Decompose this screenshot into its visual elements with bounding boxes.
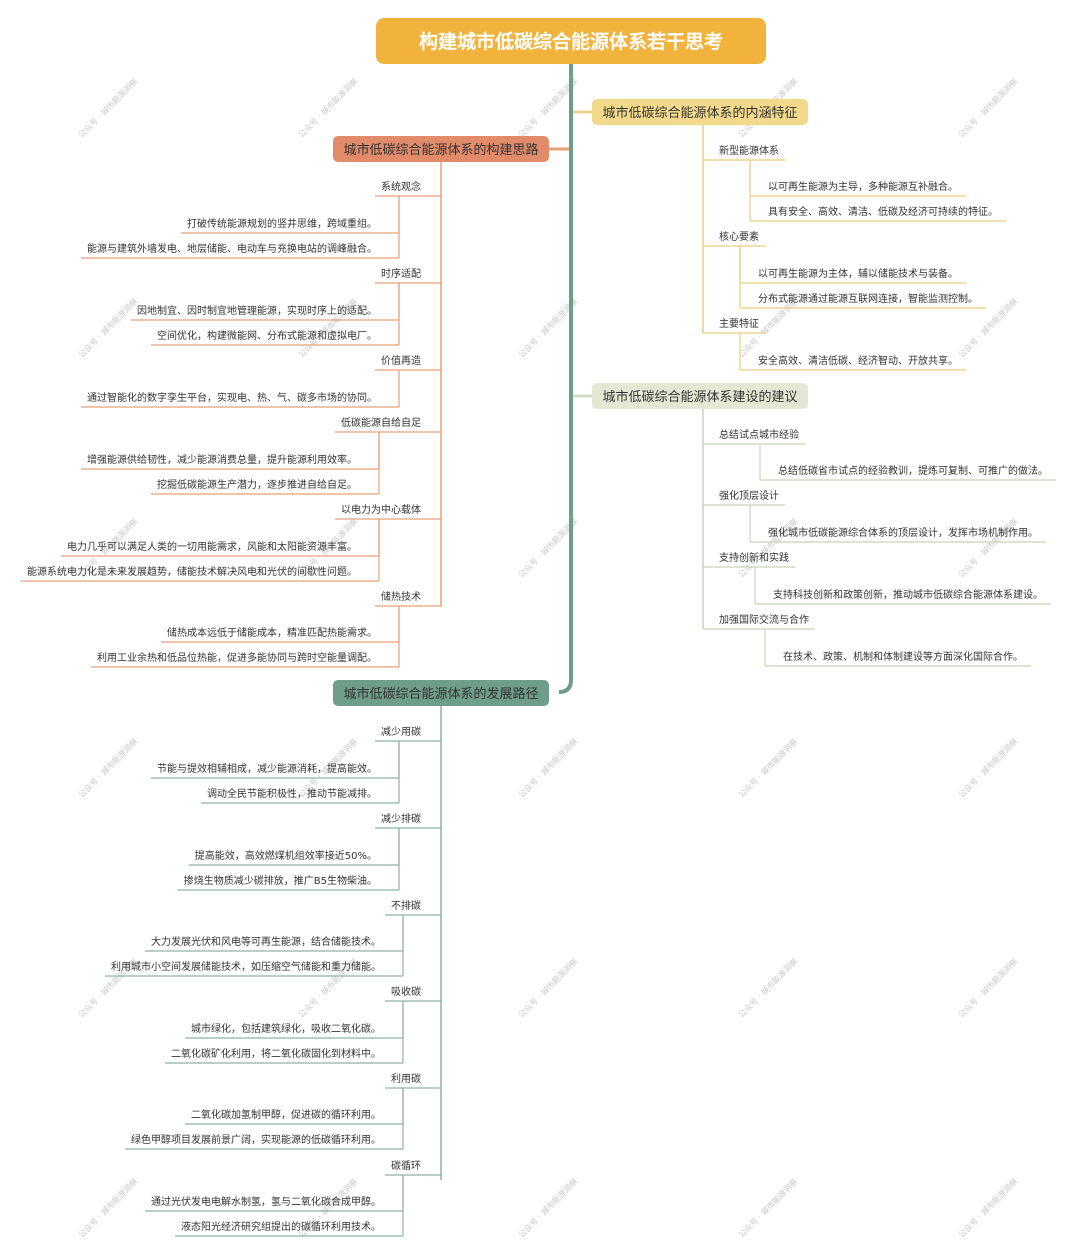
branch-suggest-title: 城市低碳综合能源体系建设的建议 — [602, 389, 797, 405]
watermark-text: 公众号 · 城市能源洞察 — [736, 956, 799, 1019]
path-item: 能源与建筑外墙发电、地层储能、电动车与充换电站的调峰融合。 — [87, 242, 377, 255]
watermark-text: 公众号 · 城市能源洞察 — [516, 736, 579, 799]
watermark-text: 公众号 · 城市能源洞察 — [76, 76, 139, 139]
route-item: 节能与提效相辅相成，减少能源消耗，提高能效。 — [157, 762, 377, 775]
branch-suggest[interactable]: 城市低碳综合能源体系建设的建议 — [592, 383, 808, 409]
feature-group-title: 新型能源体系 — [719, 144, 779, 157]
route-group-title: 减少用碳 — [381, 725, 421, 738]
path-group-title: 低碳能源自给自足 — [341, 416, 421, 429]
branch-feature-box — [592, 99, 808, 125]
feature-item: 安全高效、清洁低碳、经济智动、开放共享。 — [758, 354, 958, 367]
root-title: 构建城市低碳综合能源体系若干思考 — [419, 30, 723, 53]
path-group-title: 价值再造 — [381, 354, 421, 367]
path-item: 挖掘低碳能源生产潜力，逐步推进自给自足。 — [157, 478, 357, 491]
path-item: 增强能源供给韧性，减少能源消费总量，提升能源利用效率。 — [87, 453, 357, 466]
watermark-text: 公众号 · 城市能源洞察 — [76, 1176, 139, 1239]
watermark-text: 公众号 · 城市能源洞察 — [736, 1176, 799, 1239]
feature-item: 分布式能源通过能源互联网连接，智能监测控制。 — [758, 292, 978, 305]
feature-group-title: 主要特征 — [719, 318, 759, 330]
path-groups: 系统观念 打破传统能源规划的竖井思维，跨域重组。 能源与建筑外墙发电、地层储能、… — [27, 180, 421, 664]
watermark-text: 公众号 · 城市能源洞察 — [956, 736, 1019, 799]
root-node[interactable]: 构建城市低碳综合能源体系若干思考 — [376, 18, 766, 64]
watermark-text: 公众号 · 城市能源洞察 — [956, 516, 1019, 579]
route-group-title: 吸收碳 — [391, 985, 421, 998]
branch-route-box — [333, 680, 549, 706]
suggest-group-title: 强化顶层设计 — [719, 489, 779, 502]
route-groups: 减少用碳 节能与提效相辅相成，减少能源消耗，提高能效。 调动全民节能积极性，推动… — [111, 725, 421, 1233]
route-group-title: 利用碳 — [391, 1072, 421, 1085]
suggest-item: 强化城市低碳能源综合体系的顶层设计，发挥市场机制作用。 — [768, 526, 1038, 539]
path-item: 打破传统能源规划的竖井思维，跨域重组。 — [187, 217, 377, 230]
feature-groups: 新型能源体系 以可再生能源为主导，多种能源互补融合。 具有安全、高效、清洁、低碳… — [719, 144, 998, 367]
path-item: 利用工业余热和低品位热能，促进多能协同与跨时空能量调配。 — [97, 651, 377, 664]
branch-route-title: 城市低碳综合能源体系的发展路径 — [343, 686, 538, 702]
suggest-group-title: 总结试点城市经验 — [719, 428, 799, 441]
path-group-title: 时序适配 — [381, 267, 421, 280]
path-group-title: 系统观念 — [381, 180, 421, 193]
branch-path-title: 城市低碳综合能源体系的构建思路 — [343, 142, 538, 158]
feature-item: 以可再生能源为主导，多种能源互补融合。 — [768, 180, 958, 193]
route-group-title: 碳循环 — [391, 1159, 421, 1172]
branch-path[interactable]: 城市低碳综合能源体系的构建思路 — [333, 136, 549, 162]
branch-suggest-box — [592, 383, 808, 409]
suggest-group-title: 加强国际交流与合作 — [719, 613, 809, 626]
branch-feature[interactable]: 城市低碳综合能源体系的内涵特征 — [592, 99, 808, 125]
suggest-group-title: 支持创新和实践 — [719, 551, 789, 564]
route-item: 提高能效，高效燃煤机组效率接近50%。 — [195, 849, 377, 862]
route-group-title: 减少排碳 — [381, 812, 421, 825]
path-item: 能源系统电力化是未来发展趋势，储能技术解决风电和光伏的间歇性问题。 — [27, 565, 357, 578]
suggest-item: 在技术、政策、机制和体制建设等方面深化国际合作。 — [783, 650, 1023, 663]
root-box — [376, 18, 766, 64]
path-item: 空间优化，构建微能网、分布式能源和虚拟电厂。 — [157, 329, 377, 342]
route-item: 调动全民节能积极性，推动节能减排。 — [207, 787, 377, 800]
path-item: 因地制宜、因时制宜地管理能源，实现时序上的适配。 — [137, 304, 377, 317]
watermark-text: 公众号 · 城市能源洞察 — [736, 516, 799, 579]
watermark-text: 公众号 · 城市能源洞察 — [956, 76, 1019, 139]
watermark-text: 公众号 · 城市能源洞察 — [516, 956, 579, 1019]
suggest-groups: 总结试点城市经验 总结低碳省市试点的经验教训，提炼可复制、可推广的做法。 强化顶… — [719, 428, 1048, 663]
route-group-title: 不排碳 — [391, 899, 421, 912]
watermark-text: 公众号 · 城市能源洞察 — [956, 296, 1019, 359]
trunk-line — [558, 62, 573, 694]
route-item: 利用城市小空间发展储能技术，如压缩空气储能和重力储能。 — [111, 960, 381, 973]
route-item: 液态阳光经济研究组提出的碳循环利用技术。 — [181, 1220, 381, 1233]
path-item: 通过智能化的数字孪生平台，实现电、热、气、碳多市场的协同。 — [87, 391, 377, 404]
branch-route[interactable]: 城市低碳综合能源体系的发展路径 — [333, 680, 549, 706]
watermark-text: 公众号 · 城市能源洞察 — [516, 1176, 579, 1239]
route-item: 二氧化碳矿化利用，将二氧化碳固化到材料中。 — [171, 1047, 381, 1060]
route-item: 通过光伏发电电解水制氢，氢与二氧化碳合成甲醇。 — [151, 1195, 381, 1208]
watermark-text: 公众号 · 城市能源洞察 — [76, 736, 139, 799]
path-group-title: 储热技术 — [381, 590, 421, 603]
feature-item: 具有安全、高效、清洁、低碳及经济可持续的特征。 — [768, 205, 998, 218]
suggest-item: 总结低碳省市试点的经验教训，提炼可复制、可推广的做法。 — [778, 464, 1048, 477]
route-item: 二氧化碳加氢制甲醇，促进碳的循环利用。 — [191, 1108, 381, 1121]
feature-group-title: 核心要素 — [719, 230, 759, 243]
watermark-text: 公众号 · 城市能源洞察 — [296, 76, 359, 139]
branch-feature-title: 城市低碳综合能源体系的内涵特征 — [602, 105, 797, 121]
branch-path-box — [333, 136, 549, 162]
route-item: 城市绿化，包括建筑绿化，吸收二氧化碳。 — [191, 1022, 381, 1035]
feature-item: 以可再生能源为主体，辅以储能技术与装备。 — [758, 267, 958, 280]
path-item: 电力几乎可以满足人类的一切用能需求，风能和太阳能资源丰富。 — [67, 540, 357, 553]
suggest-item: 支持科技创新和政策创新，推动城市低碳综合能源体系建设。 — [773, 588, 1043, 601]
watermark-text: 公众号 · 城市能源洞察 — [956, 956, 1019, 1019]
route-item: 大力发展光伏和风电等可再生能源，结合储能技术。 — [151, 935, 381, 948]
path-group-title: 以电力为中心载体 — [341, 503, 421, 516]
route-item: 绿色甲醇项目发展前景广阔，实现能源的低碳循环利用。 — [131, 1133, 381, 1146]
watermark-text: 公众号 · 城市能源洞察 — [736, 736, 799, 799]
watermark-text: 公众号 · 城市能源洞察 — [956, 1176, 1019, 1239]
route-item: 掺烧生物质减少碳排放，推广B5生物柴油。 — [184, 874, 377, 887]
path-item: 储热成本远低于储能成本，精准匹配热能需求。 — [167, 626, 377, 639]
watermark-text: 公众号 · 城市能源洞察 — [76, 296, 139, 359]
connector-lines — [21, 64, 1056, 1237]
